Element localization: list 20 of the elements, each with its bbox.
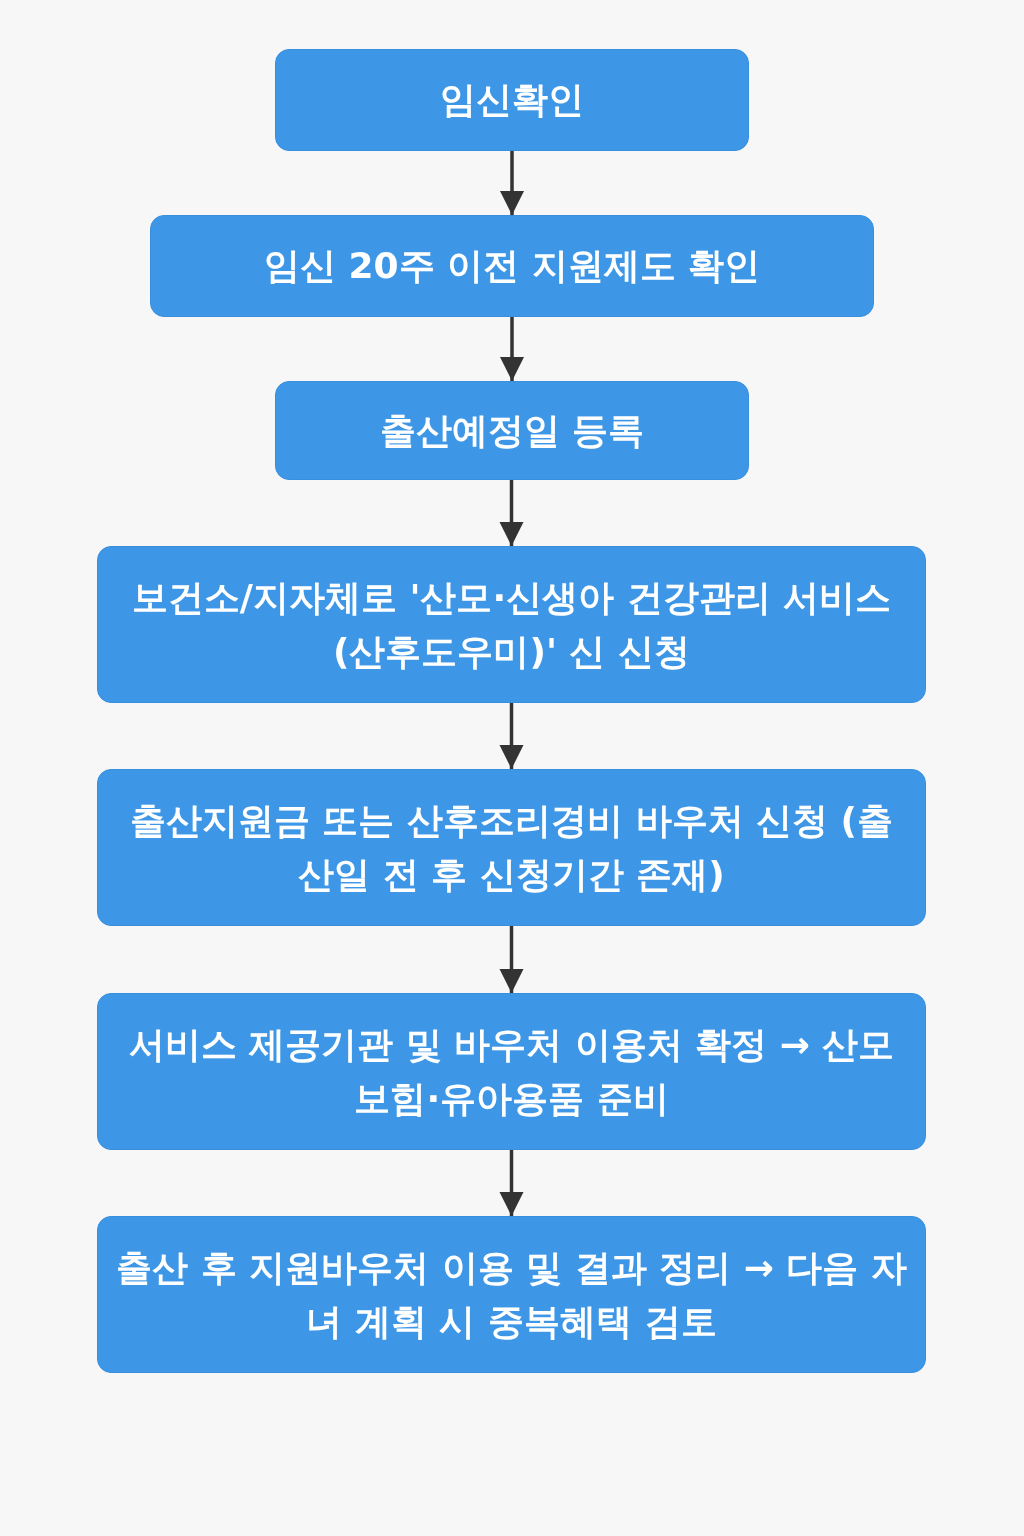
step-text: 출산 후 지원바우처 이용 및 결과 정리 → 다음 자녀 계획 시 중복혜택 검토 xyxy=(116,1245,907,1344)
step-text: 서비스 제공기관 및 바우처 이용처 확정 → 산모보힘·유아용품 준비 xyxy=(127,1022,896,1121)
arrow xyxy=(499,151,525,215)
arrow xyxy=(499,703,524,769)
step-text: 임신 20주 이전 지원제도 확인 xyxy=(263,244,761,288)
arrow xyxy=(499,317,525,381)
step-text: 출산예정일 등록 xyxy=(379,408,645,453)
arrow xyxy=(499,926,524,993)
process-box xyxy=(97,769,926,926)
step-text: 출산지원금 또는 산후조리경비 바우처 신청 (출산일 전 후 신청기간 존재) xyxy=(128,798,895,897)
process-box xyxy=(150,215,874,317)
process-box xyxy=(97,546,926,703)
process-box xyxy=(97,993,926,1150)
arrow xyxy=(499,480,524,546)
process-box xyxy=(275,381,749,480)
step-text: 보건소/지자체로 '산모·신생아 건강관리 서비스(산후도우미)' 신 신청 xyxy=(130,575,893,674)
process-box xyxy=(97,1216,926,1373)
process-box xyxy=(275,49,749,151)
step-text: 임신확인 xyxy=(440,78,584,122)
arrow xyxy=(499,1150,524,1216)
